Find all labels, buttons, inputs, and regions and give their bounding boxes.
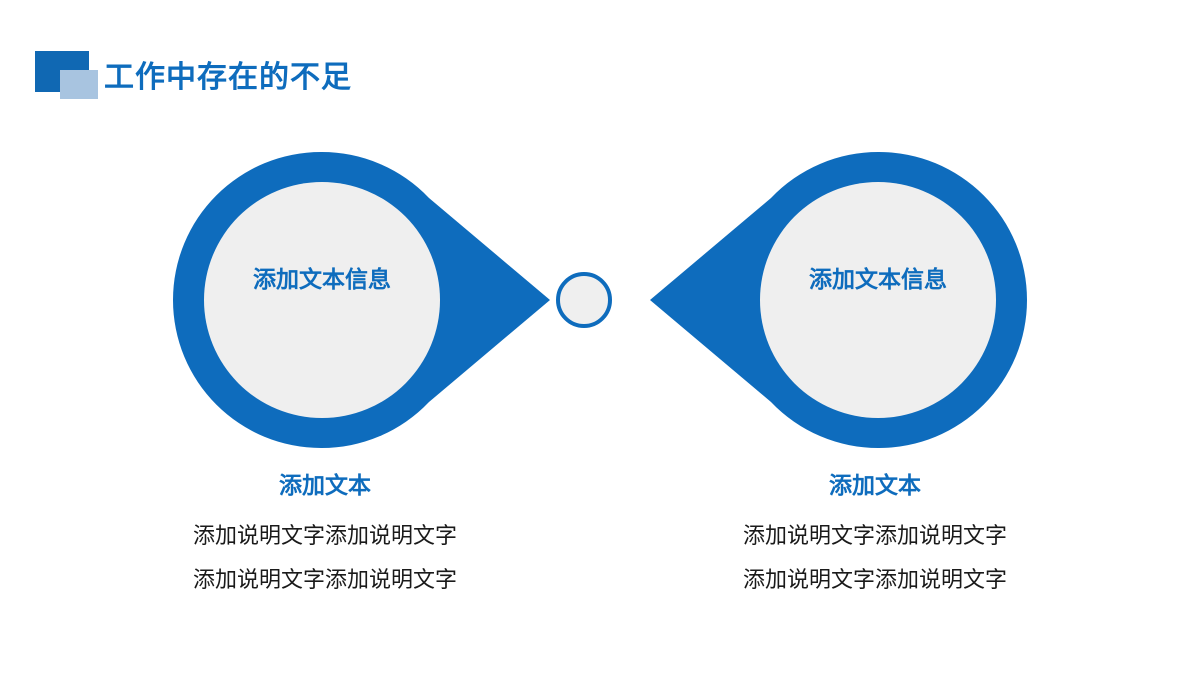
lobe-left-label: 添加文本信息 [253, 266, 391, 292]
caption-line: 添加说明文字添加说明文字 [742, 567, 1007, 592]
lobe-right-label: 添加文本信息 [809, 266, 947, 292]
page-title: 工作中存在的不足 [104, 61, 352, 94]
caption-line: 添加说明文字添加说明文字 [192, 567, 457, 592]
center-node-circle [556, 272, 612, 328]
caption-line: 添加说明文字添加说明文字 [192, 523, 457, 548]
lobe-right-inner-circle [760, 182, 996, 418]
diagram-lobe-left[interactable] [173, 151, 550, 449]
caption-line: 添加说明文字添加说明文字 [742, 523, 1007, 548]
bowtie-diagram-svg [173, 151, 1027, 449]
diagram-center-node[interactable] [556, 272, 612, 328]
caption-column-right: 添加文本 添加说明文字添加说明文字 添加说明文字添加说明文字 [660, 468, 1090, 602]
header-decoration-square-light [60, 70, 98, 99]
caption-heading-right: 添加文本 [829, 472, 921, 498]
slide-header: 工作中存在的不足 [0, 0, 1200, 130]
lobe-left-inner-circle [204, 182, 440, 418]
diagram-lobe-right[interactable] [650, 151, 1027, 449]
bowtie-diagram: 添加文本信息 添加文本信息 [0, 140, 1200, 470]
caption-column-left: 添加文本 添加说明文字添加说明文字 添加说明文字添加说明文字 [110, 468, 540, 602]
caption-heading-left: 添加文本 [279, 472, 371, 498]
